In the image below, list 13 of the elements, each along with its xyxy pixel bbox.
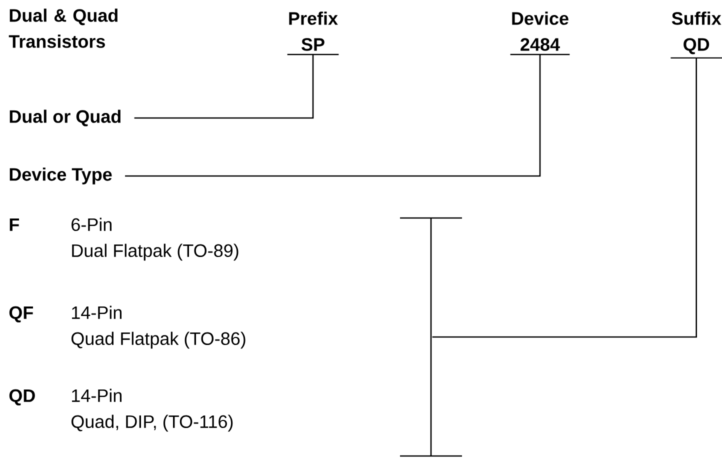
leader-line — [125, 54, 541, 177]
option-entry: QD 14-Pin Quad, DIP, (TO-116) — [9, 388, 233, 432]
field-heading: Suffix QD — [670, 12, 722, 59]
bracket — [400, 217, 462, 457]
leader-line — [134, 54, 314, 119]
field-name: Device Type — [10, 168, 112, 184]
field-name: Dual or Quad — [10, 110, 120, 126]
field-heading: Device 2484 — [510, 12, 570, 56]
option-entry: F 6-Pin Dual Flatpak (TO-89) — [10, 218, 238, 261]
field-heading: Prefix SP — [287, 12, 339, 56]
heading: Dual & Quad Transistors — [8, 8, 118, 48]
leader-line — [432, 58, 697, 338]
option-entry: QF 14-Pin Quad Flatpak (TO-86) — [9, 306, 246, 349]
